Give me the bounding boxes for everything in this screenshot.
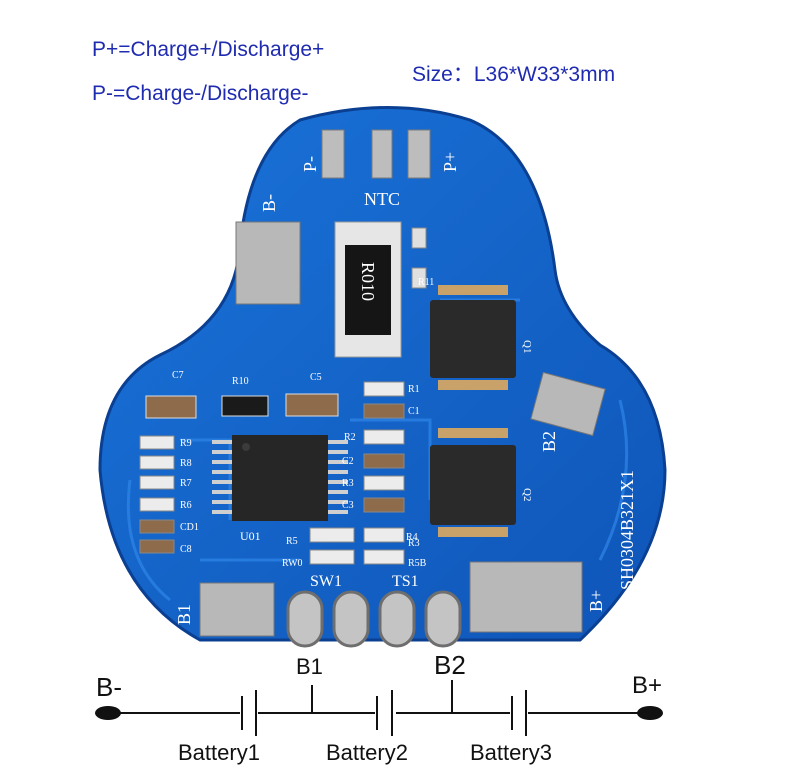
ic-u01 <box>212 435 348 521</box>
pad-b-plus <box>469 561 583 633</box>
pad-b-minus <box>235 221 301 305</box>
component-label: R4 <box>406 532 418 543</box>
label-p-plus: P+ <box>440 152 460 172</box>
component-label: C5 <box>310 372 322 383</box>
component-label: R3 <box>408 538 420 549</box>
component-label: R1 <box>408 384 420 395</box>
battery2-label: Battery2 <box>326 740 408 765</box>
label-sw1: SW1 <box>310 573 342 590</box>
mosfet-q2 <box>430 428 516 537</box>
p-minus-definition: P-=Charge-/Discharge- <box>92 82 309 105</box>
label-b1: B1 <box>174 604 194 625</box>
component-label: R9 <box>180 438 192 449</box>
component-label: R6 <box>180 500 192 511</box>
battery1-label: Battery1 <box>178 740 260 765</box>
component-label: RW0 <box>282 558 303 569</box>
label-b2: B2 <box>539 431 559 452</box>
size-spec: Size：L36*W33*3mm <box>412 63 616 86</box>
ic-label: U01 <box>240 529 261 543</box>
node-b1-label: B1 <box>296 654 323 679</box>
pad-p-plus <box>407 129 431 179</box>
component-label: C8 <box>180 544 192 555</box>
label-q2: Q2 <box>521 488 533 501</box>
node-b2-label: B2 <box>434 650 466 680</box>
mosfet-q1 <box>430 285 516 390</box>
solder-oval-pads <box>286 590 462 648</box>
terminal-b-plus-label: B+ <box>632 672 663 699</box>
component-label: R5 <box>286 536 298 547</box>
terminal-b-minus-dot <box>95 706 121 720</box>
label-ts1: TS1 <box>392 573 419 590</box>
terminal-b-plus-dot <box>637 706 663 720</box>
mid-resistor-column <box>309 381 405 565</box>
component-label: R8 <box>180 458 192 469</box>
component-label: C2 <box>342 456 354 467</box>
pcb-board: B- P- NTC P+ B1 B2 B+ SH0304B321X1 R010 … <box>98 106 667 648</box>
component-label: R2 <box>344 432 356 443</box>
label-b-minus: B- <box>259 194 279 212</box>
pad-b2 <box>530 371 606 437</box>
battery3-label: Battery3 <box>470 740 552 765</box>
resistor-r10 <box>221 395 269 417</box>
component-label: R5B <box>408 558 427 569</box>
capacitor-c5 <box>285 393 339 417</box>
resistor-marking: R010 <box>358 262 378 301</box>
pad-p-minus <box>321 129 345 179</box>
label-p-minus: P- <box>300 156 320 172</box>
pad-ntc <box>371 129 393 179</box>
pad-b1 <box>199 582 275 637</box>
component-label: C3 <box>342 500 354 511</box>
component-label: C7 <box>172 370 184 381</box>
component-label: CD1 <box>180 522 199 533</box>
battery-symbols <box>241 690 527 736</box>
capacitor-c7 <box>145 395 197 419</box>
model-number: SH0304B321X1 <box>617 470 637 590</box>
left-resistor-column <box>139 435 175 554</box>
resistor-r11 <box>411 227 427 249</box>
component-label: C1 <box>408 406 420 417</box>
p-plus-definition: P+=Charge+/Discharge+ <box>92 38 325 61</box>
component-label: R11 <box>418 277 434 288</box>
component-label: R3 <box>342 478 354 489</box>
label-ntc: NTC <box>364 189 400 209</box>
component-label: R10 <box>232 376 249 387</box>
component-label: R7 <box>180 478 192 489</box>
terminal-b-minus-label: B- <box>96 672 122 702</box>
label-q1: Q1 <box>521 340 533 353</box>
label-b-plus: B+ <box>586 590 606 612</box>
